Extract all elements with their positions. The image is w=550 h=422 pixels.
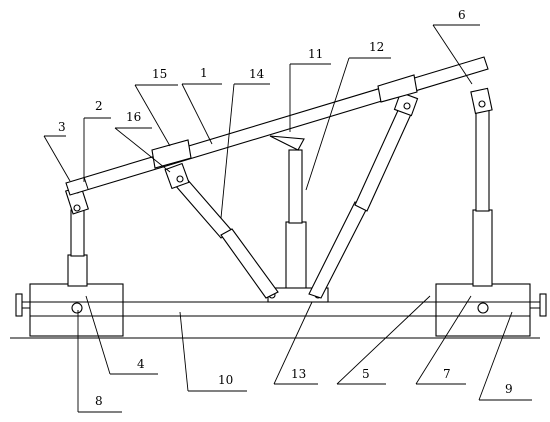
left-slide-block bbox=[29, 283, 124, 337]
left-brace bbox=[164, 162, 279, 299]
label-13: 13 bbox=[291, 367, 306, 381]
label-8: 8 bbox=[95, 394, 103, 408]
left-column bbox=[64, 185, 90, 287]
label-15: 15 bbox=[152, 67, 167, 81]
right-slide-block bbox=[435, 283, 531, 337]
part-labels: 1 2 3 4 5 6 7 8 9 10 11 12 13 14 15 16 bbox=[58, 8, 513, 408]
label-14: 14 bbox=[249, 67, 265, 81]
label-4: 4 bbox=[137, 357, 145, 371]
label-1: 1 bbox=[200, 66, 208, 80]
label-10: 10 bbox=[218, 373, 233, 387]
label-5: 5 bbox=[362, 367, 370, 381]
top-beam bbox=[65, 56, 489, 196]
label-6: 6 bbox=[458, 8, 466, 22]
label-3: 3 bbox=[58, 120, 66, 134]
label-2: 2 bbox=[95, 99, 103, 113]
label-12: 12 bbox=[369, 40, 384, 54]
label-9: 9 bbox=[505, 382, 513, 396]
label-11: 11 bbox=[308, 47, 323, 61]
leader-lines bbox=[43, 24, 532, 413]
right-bolt bbox=[477, 302, 489, 314]
right-brace bbox=[308, 91, 419, 299]
right-column bbox=[470, 87, 493, 287]
label-7: 7 bbox=[443, 367, 451, 381]
label-16: 16 bbox=[126, 110, 141, 124]
center-column bbox=[269, 135, 307, 291]
left-bolt bbox=[71, 302, 83, 314]
sleeve-right bbox=[377, 74, 418, 103]
sleeve-left bbox=[151, 139, 192, 169]
